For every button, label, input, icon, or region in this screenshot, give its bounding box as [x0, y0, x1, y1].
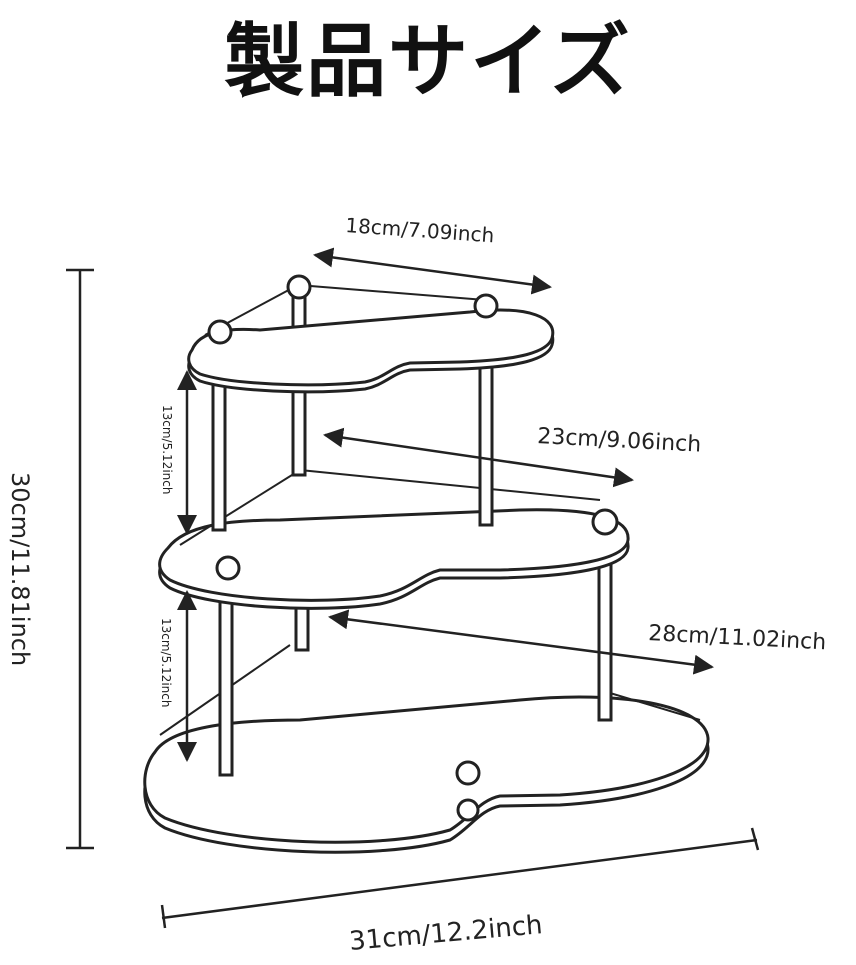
middle-shelf	[158, 469, 630, 610]
top-shelf	[187, 274, 555, 394]
middle-width-arrow	[323, 427, 634, 488]
bottom-width-arrow	[328, 609, 714, 675]
product-size-title: 製品サイズ	[224, 14, 632, 108]
bottom-shelf	[143, 644, 710, 854]
total-height-label: 30cm/11.81inch	[6, 472, 34, 666]
top-width-label: 18cm/7.09inch	[345, 213, 495, 247]
lower-gap-label: 13cm/5.12inch	[159, 618, 173, 707]
bottom-width-label: 28cm/11.02inch	[648, 621, 827, 655]
dimension-lines	[66, 247, 760, 929]
total-width-label: 31cm/12.2inch	[348, 910, 544, 957]
upper-gap-label: 13cm/5.12inch	[160, 405, 174, 494]
middle-width-label: 23cm/9.06inch	[537, 424, 702, 458]
total-width-line	[161, 838, 758, 920]
top-width-arrow	[313, 247, 552, 295]
